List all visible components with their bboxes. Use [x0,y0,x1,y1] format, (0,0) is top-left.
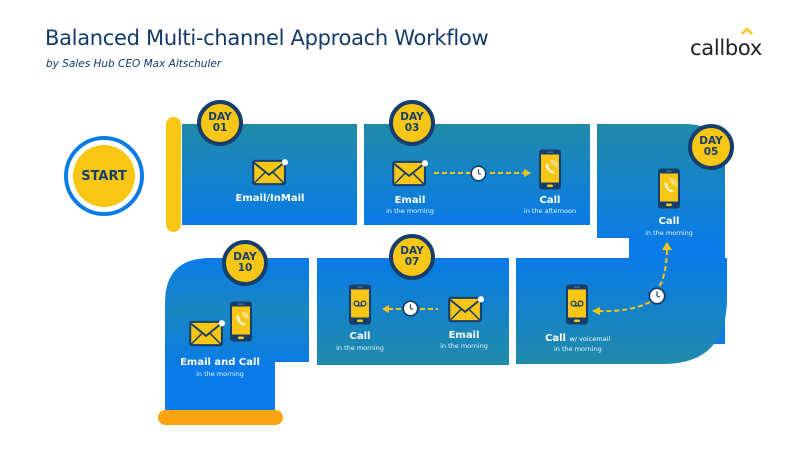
phone-call-icon [657,167,681,210]
step-title: Call [658,216,680,227]
phone-voicemail-icon [348,283,372,326]
clock-icon [470,165,487,182]
day-number: 05 [703,146,719,158]
step-time: in the morning [386,207,434,215]
clock-icon [402,300,419,317]
day-label: DAY [400,111,424,123]
step-title: Email [394,195,426,206]
step-title: Call [349,331,371,342]
page-title: Balanced Multi-channel Approach Workflow [45,26,489,50]
step-time: in the morning [554,345,602,353]
day-label: DAY [400,245,424,257]
day-number: 10 [237,262,253,274]
step-title-text: Call [545,333,566,344]
dashed-curve-arrow [592,242,672,315]
phone-call-icon [538,148,562,191]
envelope-icon [390,160,430,188]
callbox-logo: callbox [690,36,762,60]
dashed-arrow-right [434,169,531,177]
day-label: DAY [233,251,257,263]
step-time: in the morning [196,370,244,378]
page-subtitle: by Sales Hub CEO Max Altschuler [46,58,222,70]
dashed-arrow-left [382,305,438,313]
day-number: 03 [404,122,420,134]
step-title: Email and Call [180,357,260,368]
start-label: START [73,145,135,207]
step-title: Call w/ voicemail [545,333,610,344]
step-time: in the morning [440,342,488,350]
step-title-suffix: w/ voicemail [569,335,611,343]
day-number: 01 [212,122,228,134]
start-node: START [64,136,144,216]
phone-voicemail-icon [565,283,589,326]
step-title: Email/InMail [235,193,305,204]
envelope-icon [187,320,227,348]
logo-caret-icon [741,27,753,35]
step-time: in the afternoon [523,207,577,215]
day-label: DAY [208,111,232,123]
clock-icon [648,287,666,305]
step-time: in the morning [336,344,384,352]
envelope-icon [446,296,486,324]
day-number: 07 [404,256,420,268]
step-title: Email [448,330,480,341]
step-time: in the morning [645,229,693,237]
phone-call-icon [229,300,253,343]
start-bar [166,117,181,232]
day-05b-panel [516,258,727,364]
day-label: DAY [699,135,723,147]
envelope-icon [250,159,290,187]
end-bar [158,410,283,425]
step-title: Call [539,195,561,206]
